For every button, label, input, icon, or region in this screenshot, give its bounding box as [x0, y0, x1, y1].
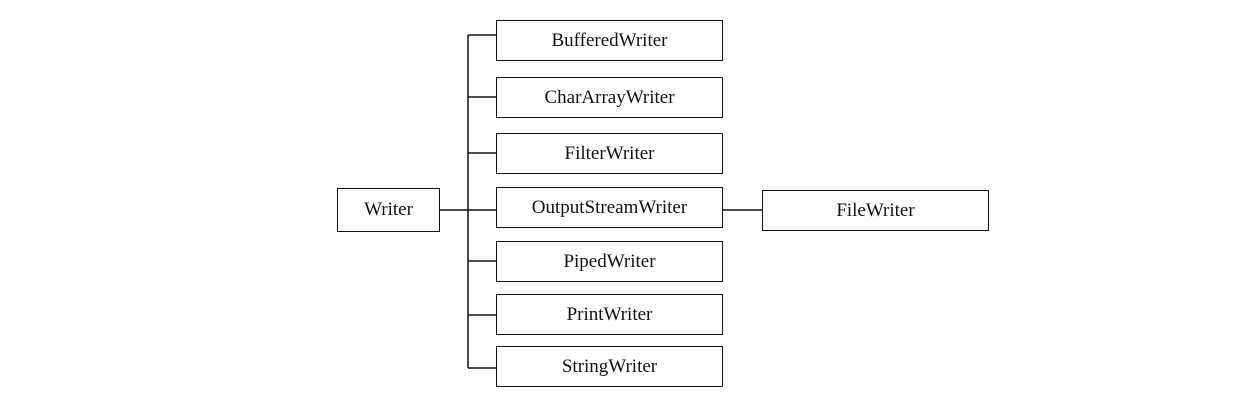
node-stringwriter: StringWriter	[496, 346, 723, 387]
node-bufferedwriter: BufferedWriter	[496, 20, 723, 61]
node-filterwriter: FilterWriter	[496, 133, 723, 174]
node-outputstreamwriter: OutputStreamWriter	[496, 187, 723, 228]
node-printwriter: PrintWriter	[496, 294, 723, 335]
node-chararraywriter: CharArrayWriter	[496, 77, 723, 118]
node-pipedwriter: PipedWriter	[496, 241, 723, 282]
node-filewriter: FileWriter	[762, 190, 989, 231]
node-writer: Writer	[337, 188, 440, 232]
